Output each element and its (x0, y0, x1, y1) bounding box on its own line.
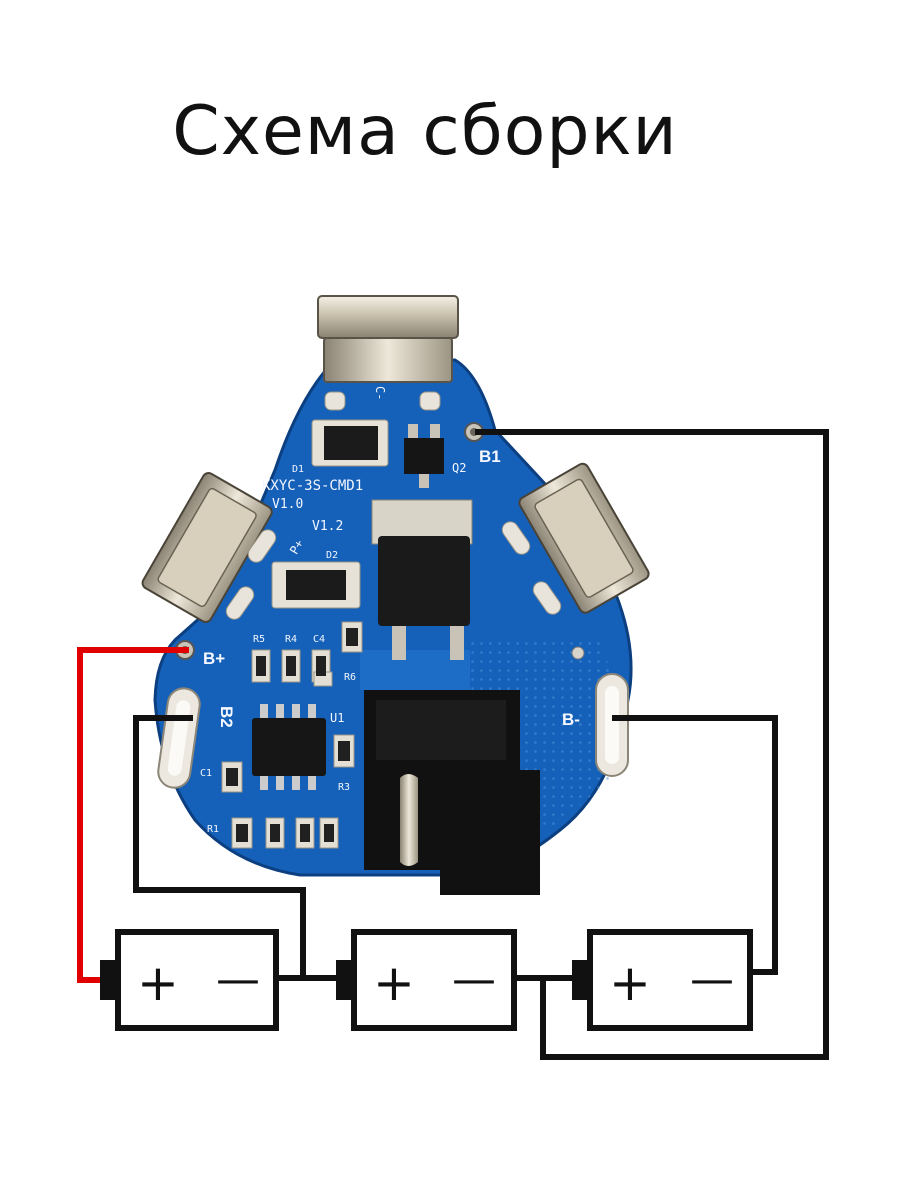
battery-1-plus-sign: + (137, 954, 179, 1012)
top-connector (317, 295, 459, 383)
label-r4: R4 (285, 634, 297, 645)
pad-label-b1: B1 (479, 447, 501, 466)
label-r1: R1 (207, 824, 219, 835)
diode-d1 (311, 419, 389, 467)
label-c1: C1 (200, 768, 212, 779)
label-d1: D1 (292, 464, 304, 475)
right-connector (518, 462, 650, 614)
label-c4: C4 (313, 634, 325, 645)
version-label-a: V1.0 (272, 497, 303, 512)
wire-b2 (133, 715, 306, 981)
battery-3-minus-sign: — (690, 954, 734, 1005)
pad-label-b-minus: B- (562, 710, 580, 729)
page-title: Схема сборки (172, 92, 678, 171)
label-r5: R5 (253, 634, 265, 645)
transistor-q2 (404, 424, 444, 488)
pad-label-b2: B2 (217, 706, 236, 728)
bms-board: KXYC-3S-CMD1 V1.0 V1.2 D1 Q2 D2 P+ C- R5… (141, 295, 650, 895)
wire-b-plus (77, 647, 189, 983)
label-r6: R6 (344, 672, 356, 683)
battery-cell-3: + — (572, 929, 753, 1031)
dc-jack (364, 690, 540, 895)
version-label-b: V1.2 (312, 519, 343, 534)
label-p-plus: P+ (287, 537, 306, 557)
battery-cell-2: + — (336, 929, 517, 1031)
label-u1: U1 (330, 711, 344, 725)
left-connector (141, 472, 273, 623)
wiring (77, 429, 829, 1060)
diode-d2 (271, 561, 361, 609)
battery-1-minus-sign: — (216, 954, 260, 1005)
battery-2-minus-sign: — (452, 954, 496, 1005)
pad-label-b-plus: B+ (203, 649, 225, 668)
battery-2-plus-sign: + (373, 954, 415, 1012)
board-model-label: KXYC-3S-CMD1 (262, 478, 363, 494)
mosfet (371, 499, 473, 660)
wire-b1 (475, 429, 829, 1060)
battery-3-plus-sign: + (609, 954, 651, 1012)
battery-cell-1: + — (100, 929, 279, 1031)
wire-b-minus (612, 715, 778, 975)
label-q2: Q2 (452, 461, 466, 475)
chip-u1 (252, 704, 326, 790)
label-d2: D2 (326, 550, 338, 561)
label-r3: R3 (338, 782, 350, 793)
label-c-minus: C- (373, 386, 387, 400)
